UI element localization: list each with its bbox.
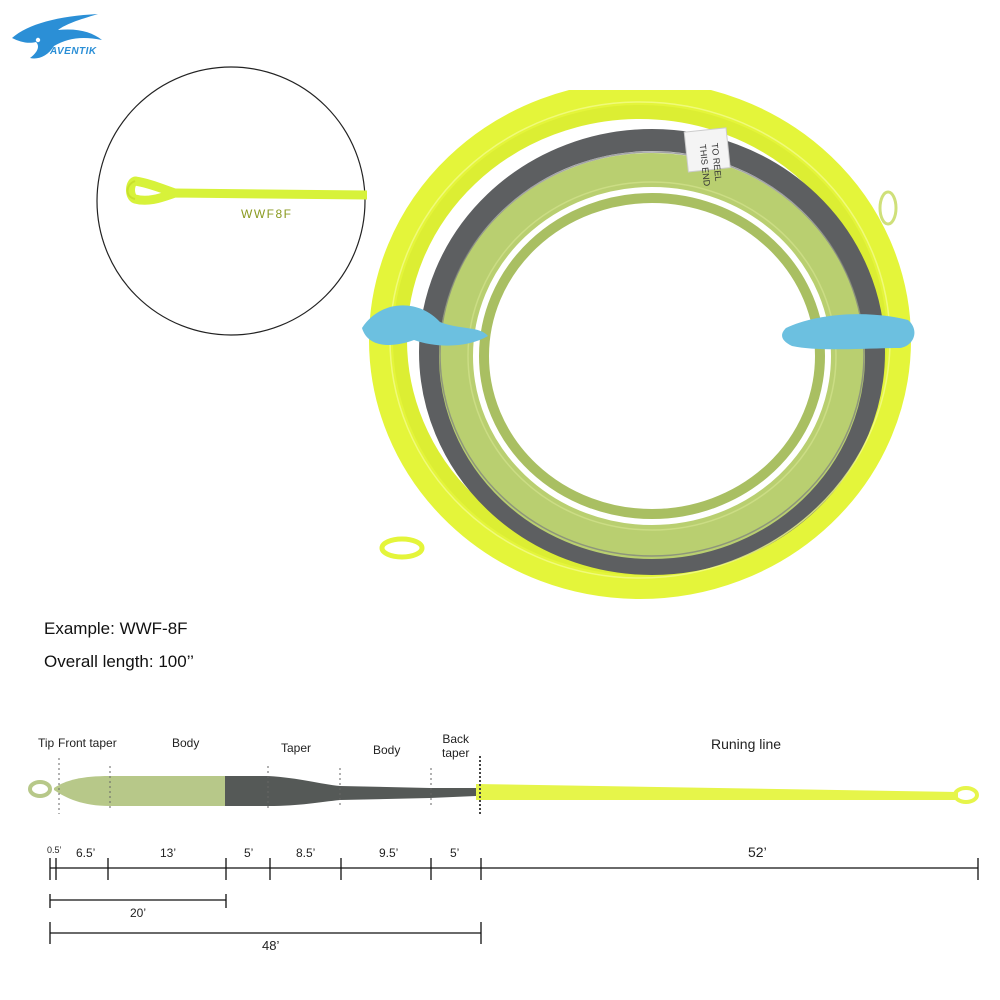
dim-head-front: 20’ xyxy=(130,906,147,920)
example-caption: Example: WWF-8F xyxy=(44,619,188,638)
dim-back-taper: 5’ xyxy=(450,846,460,860)
fly-line-coil-image: THIS END TO REEL xyxy=(340,81,930,620)
tag-text-1: THIS END xyxy=(698,144,712,187)
label-body-1: Body xyxy=(172,736,200,750)
dimension-scale xyxy=(49,858,979,944)
tip-loop xyxy=(28,780,52,798)
running-line-loop xyxy=(953,786,979,804)
tag-text-2: TO REEL xyxy=(710,143,724,182)
dim-taper-1: 5’ xyxy=(244,846,254,860)
fish-logo-icon xyxy=(12,14,102,59)
head-dark-section xyxy=(225,776,476,806)
label-tip: Tip xyxy=(38,736,55,750)
brand-logo xyxy=(8,6,128,66)
label-back-taper: Back taper xyxy=(442,732,469,760)
label-running-line: Runing line xyxy=(711,736,782,752)
label-back-taper-line1: Back xyxy=(442,732,470,746)
overall-length-caption: Overall length: 100’’ xyxy=(44,652,194,671)
head-olive-section xyxy=(54,776,225,806)
dim-body-1: 13’ xyxy=(160,846,177,860)
brand-name: AVENTIK xyxy=(50,46,97,57)
dim-tip: 0.5’ xyxy=(47,845,62,855)
label-front-taper: Front taper xyxy=(58,736,117,750)
running-line-segment xyxy=(476,784,958,800)
label-taper: Taper xyxy=(281,741,312,755)
line-marking: WWF8F xyxy=(241,207,293,221)
label-back-taper-line2: taper xyxy=(442,746,470,760)
line-profile-diagram xyxy=(28,756,979,944)
dim-head-total: 48’ xyxy=(262,938,280,953)
dim-running-line: 52’ xyxy=(748,844,767,860)
dim-body-2: 9.5’ xyxy=(379,846,399,860)
label-body-2: Body xyxy=(373,743,401,757)
dim-front-taper: 6.5’ xyxy=(76,846,96,860)
dim-taper-2: 8.5’ xyxy=(296,846,316,860)
zoom-inset: WWF8F xyxy=(95,65,372,337)
segment-separators xyxy=(58,758,432,814)
